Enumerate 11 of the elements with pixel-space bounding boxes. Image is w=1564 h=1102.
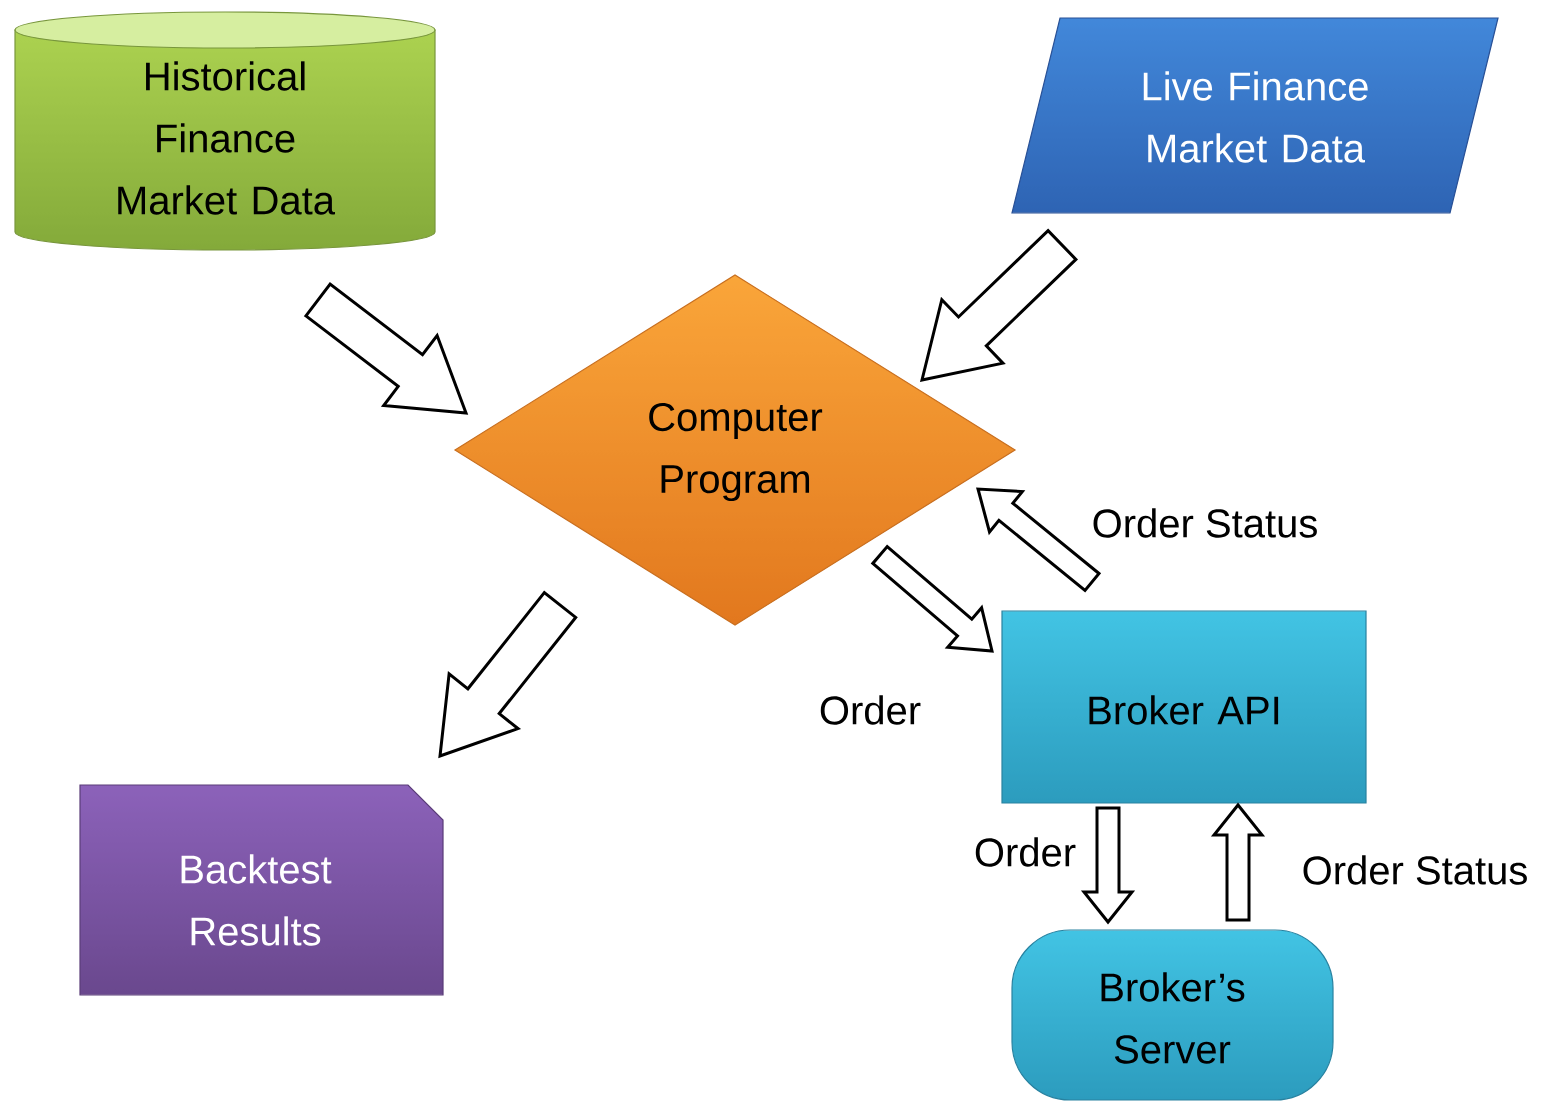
block-arrow: [1210, 802, 1266, 922]
edge-label: Order: [816, 693, 924, 727]
data-parallelogram: Live Finance Market Data: [1011, 17, 1499, 214]
database-cylinder: Historical Finance Market Data: [14, 11, 436, 251]
block-arrow: [1080, 806, 1136, 925]
terminal-box: Broker’s Server: [1011, 929, 1334, 1101]
edge-label: Order Status: [1089, 506, 1321, 540]
document-box: Backtest Results: [79, 784, 444, 996]
process-box: Broker API: [1001, 610, 1367, 804]
edge-label: Order: [971, 835, 1079, 869]
edge-label: Order Status: [1299, 853, 1531, 887]
